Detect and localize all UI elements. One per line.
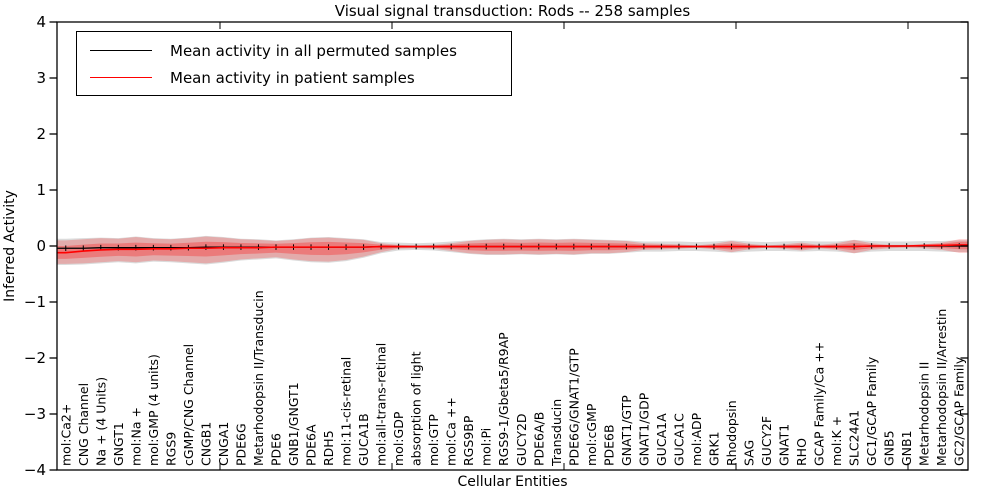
patient-mean-line [57, 244, 968, 254]
x-category-label: GUCA1B [356, 413, 371, 466]
patient-sample-range-band [57, 236, 968, 264]
x-category-label: PDE6G [233, 423, 248, 466]
x-category-label: GCAP Family/Ca ++ [812, 342, 827, 466]
x-category-label: GUCY2D [514, 413, 529, 466]
legend-item-permuted: Mean activity in all permuted samples [77, 37, 511, 64]
permuted-line-sample [90, 50, 152, 51]
x-category-label: Metarhodopsin II/Arrestin [934, 309, 949, 466]
x-category-label: mol:GMP (4 units) [146, 354, 161, 466]
x-category-label: GNB1/GNGT1 [286, 382, 301, 466]
x-category-label: GC1/GCAP Family [864, 356, 879, 466]
x-category-label: PDE6G/GNAT1/GTP [566, 348, 581, 466]
x-category-label: CNGB1 [198, 422, 213, 466]
x-category-label: mol:GTP [426, 414, 441, 466]
patient-line-sample [90, 77, 152, 78]
x-category-label: mol:all-trans-retinal [374, 343, 389, 466]
x-category-label: PDE6A [304, 424, 319, 466]
x-category-label: GNAT1/GTP [619, 395, 634, 466]
y-tick-label: 4 [36, 13, 46, 31]
x-category-label: mol:Na + [128, 407, 143, 466]
x-category-label: GNB5 [882, 430, 897, 466]
y-tick-label: 0 [36, 237, 46, 255]
legend: Mean activity in all permuted samples Me… [76, 31, 512, 96]
x-category-label: mol:GDP [391, 411, 406, 466]
x-category-label: GNAT1/GDP [636, 392, 651, 466]
y-tick-label: 2 [36, 125, 46, 143]
y-tick-label: −3 [24, 405, 46, 423]
x-category-label: GNGT1 [111, 422, 126, 466]
x-category-label: mol:K + [829, 416, 844, 466]
x-category-label: mol:ADP [689, 412, 704, 466]
y-tick-label: −2 [24, 349, 46, 367]
x-category-label: GUCA1C [671, 413, 686, 466]
y-tick-label: −1 [24, 293, 46, 311]
x-category-label: PDE6 [268, 433, 283, 466]
x-category-label: RDH5 [321, 430, 336, 466]
x-category-label: GNB1 [899, 430, 914, 466]
x-category-label: CNGA1 [216, 422, 231, 466]
y-tick-label: 3 [36, 69, 46, 87]
x-category-label: cGMP/CNG Channel [181, 344, 196, 466]
legend-label-permuted: Mean activity in all permuted samples [170, 41, 457, 60]
y-tick-label: −4 [24, 461, 46, 479]
x-category-label: PDE6A/B [531, 412, 546, 466]
x-category-label: SLC24A1 [847, 410, 862, 466]
y-tick-label: 1 [36, 181, 46, 199]
x-category-label: RGS9BP [461, 415, 476, 466]
x-category-label: GNAT1 [777, 424, 792, 466]
x-category-label: RGS9 [163, 432, 178, 466]
x-category-label: mol:Ca ++ [444, 397, 459, 466]
x-axis-label: Cellular Entities [457, 474, 568, 490]
chart-title: Visual signal transduction: Rods -- 258 … [334, 2, 691, 20]
x-category-label: GC2/GCAP Family [952, 356, 967, 466]
x-category-label: GRK1 [706, 431, 721, 466]
x-category-label: mol:Ca2+ [58, 404, 73, 466]
x-category-label: mol:Pi [479, 428, 494, 466]
x-category-label: absorption of light [409, 351, 424, 466]
x-category-label: PDE6B [601, 424, 616, 466]
x-category-label: Rhodopsin [724, 400, 739, 466]
x-category-label: Na + (4 Units) [93, 377, 108, 466]
x-category-label: mol:11-cis-retinal [339, 357, 354, 466]
x-category-label: GUCA1A [654, 413, 669, 466]
x-category-label: GUCY2F [759, 416, 774, 466]
x-category-label: SAG [742, 440, 757, 466]
x-category-label: Metarhodopsin II/Transducin [251, 290, 266, 466]
x-category-label: mol:cGMP [584, 403, 599, 466]
permuted-sample-range-band [57, 235, 968, 266]
x-category-label: Transducin [549, 399, 564, 467]
legend-label-patient: Mean activity in patient samples [170, 68, 415, 87]
x-category-label: CNG Channel [76, 383, 91, 466]
x-category-label: Metarhodopsin II [917, 362, 932, 466]
legend-item-patient: Mean activity in patient samples [77, 64, 511, 91]
x-category-label: RHO [794, 438, 809, 466]
x-category-label: RGS9-1/Gbeta5/R9AP [496, 332, 511, 466]
